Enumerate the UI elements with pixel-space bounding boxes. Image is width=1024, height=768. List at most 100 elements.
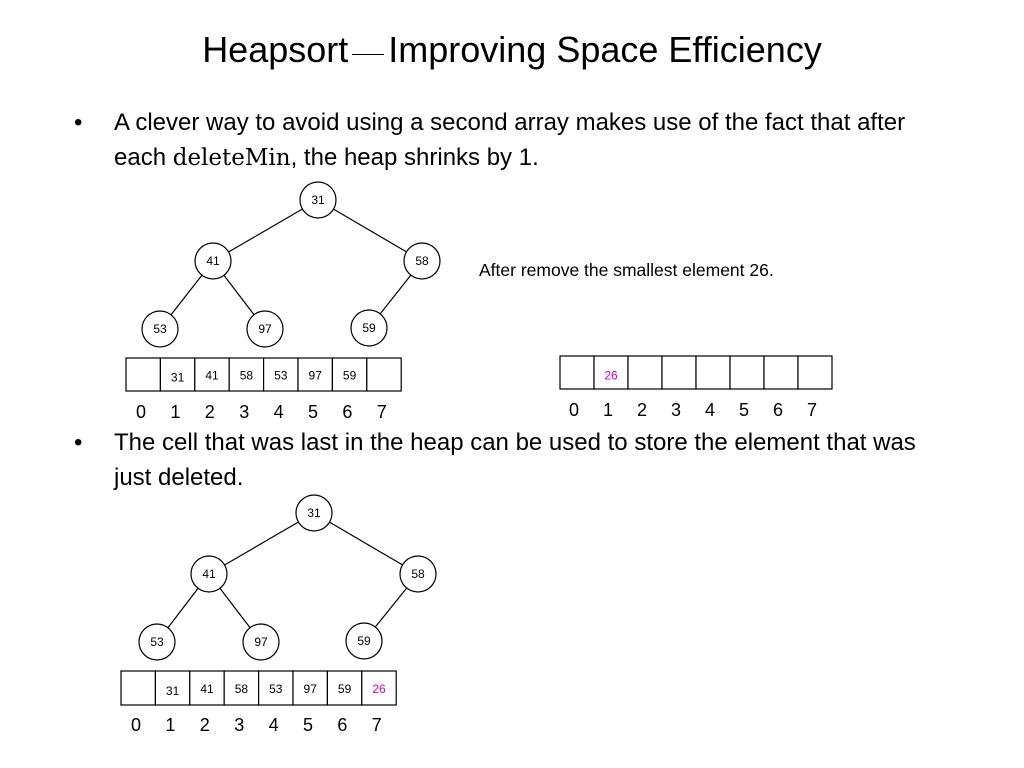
top-array-index-label: 0	[136, 402, 146, 422]
bottom-array-cell	[223, 670, 260, 706]
top-tree-node-label: 58	[415, 254, 429, 268]
bottom-array-cell-value: 59	[338, 682, 352, 696]
top-array-index-label: 1	[170, 402, 180, 422]
bottom-array-index-label: 3	[234, 715, 244, 735]
right-array-cell-value: 26	[604, 369, 618, 383]
top-array-cell	[331, 357, 368, 392]
top-array-cell-value: 41	[205, 369, 219, 383]
top-array-cell	[366, 357, 402, 392]
bottom-tree-node	[138, 623, 176, 661]
top-array-cell	[263, 357, 299, 392]
bottom-array-cell	[361, 670, 397, 706]
top-array-cell	[194, 357, 230, 392]
bottom-tree-edge	[374, 587, 408, 628]
bottom-array-cell-value: 41	[200, 682, 214, 696]
right-array-index-label: 6	[773, 400, 783, 420]
title-dash	[352, 53, 385, 55]
bottom-array-cell	[258, 670, 294, 706]
bullet-2-text-before: The cell that was last in the heap can b…	[114, 429, 916, 491]
top-array-cell-value: 97	[309, 369, 323, 383]
bottom-array-cell	[120, 670, 157, 706]
top-array-index-label: 3	[239, 402, 249, 422]
bottom-tree-node-label: 58	[411, 567, 425, 581]
right-array-index-label: 1	[603, 400, 613, 420]
top-tree-node	[403, 242, 441, 280]
top-tree-edge	[333, 208, 407, 253]
right-array-cell	[627, 355, 663, 390]
top-array-index-label: 6	[342, 402, 352, 422]
slide-title: Heapsort Improving Space Efficiency	[0, 26, 1024, 74]
bullet-2: • The cell that was last in the heap can…	[74, 425, 954, 495]
bottom-array-index-label: 2	[200, 715, 210, 735]
top-tree-node	[350, 309, 388, 347]
right-array-cell	[593, 355, 629, 390]
top-tree-node-label: 41	[206, 254, 220, 268]
bullet-marker: •	[74, 429, 83, 456]
top-tree-edge	[223, 274, 255, 316]
bottom-array-index-label: 7	[372, 715, 382, 735]
top-array-index-label: 2	[205, 402, 215, 422]
bottom-array-index-label: 5	[303, 715, 313, 735]
title-left: Heapsort	[202, 29, 349, 70]
top-array-index-label: 7	[377, 402, 387, 422]
top-array-cell	[125, 357, 162, 392]
bullet-1-text: A clever way to avoid using a second arr…	[114, 105, 954, 176]
bottom-tree-node-label: 97	[254, 635, 268, 649]
top-array-cell-value: 58	[240, 369, 254, 383]
bottom-tree-node-label: 53	[150, 635, 164, 649]
right-array-index-label: 3	[671, 400, 681, 420]
top-array-cell-value: 53	[274, 369, 288, 383]
bottom-array-cell	[292, 670, 329, 706]
top-tree-node-label: 59	[362, 321, 376, 335]
bottom-array-cell	[326, 670, 363, 706]
bottom-tree-node-label: 41	[202, 567, 216, 581]
bottom-tree-node	[190, 555, 228, 593]
bottom-array-cell	[154, 670, 191, 706]
bottom-tree-node	[295, 494, 333, 532]
top-tree-edge	[228, 208, 303, 253]
right-array-index-label: 0	[569, 400, 579, 420]
top-tree-node	[141, 310, 179, 348]
bottom-tree-node-label: 59	[357, 634, 371, 648]
top-array-cell	[159, 357, 196, 392]
top-tree-node-label: 97	[258, 322, 272, 336]
top-array-index-label: 4	[274, 402, 284, 422]
title-right: Improving Space Efficiency	[388, 29, 822, 70]
right-array-cell	[797, 355, 833, 390]
right-array-cell	[763, 355, 799, 390]
bullet-1-code: deleteMin	[172, 145, 291, 171]
top-tree-edge	[379, 274, 412, 315]
bottom-tree-edge	[219, 587, 251, 629]
right-array-index-label: 4	[705, 400, 715, 420]
top-tree-node	[246, 310, 284, 348]
top-tree-node-label: 31	[311, 193, 325, 207]
bottom-tree-edge	[329, 521, 403, 566]
bottom-array-cell-value: 53	[269, 682, 283, 696]
top-array-index-label: 5	[308, 402, 318, 422]
top-array-cell	[297, 357, 334, 392]
right-array-cell	[695, 355, 731, 390]
right-array-index-label: 2	[637, 400, 647, 420]
bottom-tree-edge	[224, 521, 299, 566]
bottom-tree-node-label: 31	[307, 506, 321, 520]
bottom-array-index-label: 1	[165, 715, 175, 735]
right-array-cell	[559, 355, 595, 390]
right-array-cell	[661, 355, 697, 390]
bottom-array-cell-value: 31	[166, 684, 180, 698]
bottom-array-cell-value: 58	[235, 682, 249, 696]
bottom-array-index-label: 0	[131, 715, 141, 735]
caption: After remove the smallest element 26.	[479, 260, 774, 280]
bottom-tree-edge	[167, 587, 199, 629]
bullet-2-text: The cell that was last in the heap can b…	[114, 425, 954, 495]
top-tree-node	[299, 181, 337, 219]
top-tree-edge	[170, 274, 203, 316]
top-array-cell	[228, 357, 265, 392]
bottom-array-index-label: 6	[337, 715, 347, 735]
top-tree-node-label: 53	[153, 322, 167, 336]
top-array-cell-value: 31	[171, 371, 185, 385]
bottom-tree-node	[345, 622, 383, 660]
bottom-array-cell	[189, 670, 225, 706]
right-array-index-label: 5	[739, 400, 749, 420]
bottom-array-index-label: 4	[269, 715, 279, 735]
bullet-1: • A clever way to avoid using a second a…	[74, 105, 954, 175]
